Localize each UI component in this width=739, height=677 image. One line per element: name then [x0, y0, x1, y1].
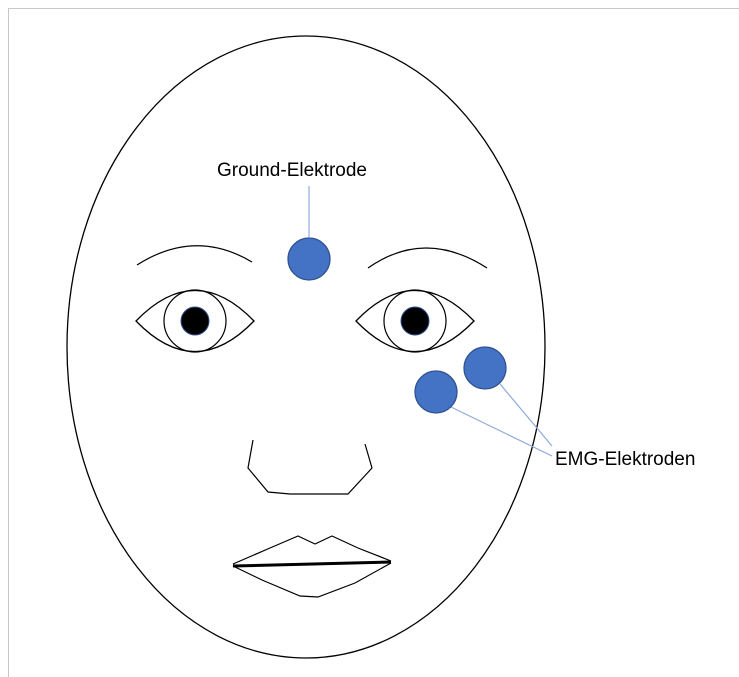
- emg-electrodes-label: EMG-Elektroden: [555, 449, 695, 470]
- left-eye: [136, 290, 254, 352]
- ground-electrode: [288, 238, 330, 280]
- ground-electrode-label: Ground-Elektrode: [217, 160, 367, 181]
- left-eye-pupil: [181, 307, 209, 335]
- left-eyebrow: [137, 246, 252, 265]
- lower-lip: [233, 563, 391, 597]
- nose: [248, 440, 372, 494]
- mouth-line: [233, 562, 391, 566]
- emg-electrode-lower: [415, 371, 457, 413]
- emg-electrode-upper: [464, 347, 506, 389]
- right-eye-pupil: [401, 307, 429, 335]
- mouth: [233, 536, 391, 597]
- emg-leader-line-upper: [500, 384, 552, 446]
- right-eyebrow: [368, 248, 487, 268]
- emg-leader-line-lower: [451, 407, 552, 456]
- right-eye: [356, 290, 474, 352]
- upper-lip: [233, 536, 391, 564]
